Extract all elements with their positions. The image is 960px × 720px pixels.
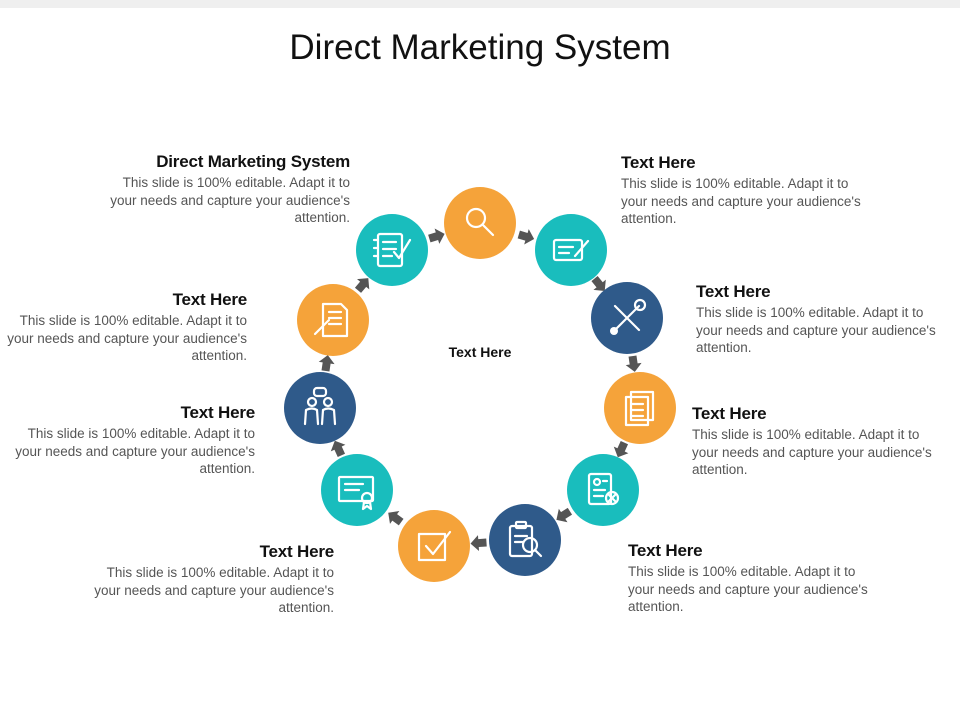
certificate-icon xyxy=(337,475,375,511)
message-edit-icon xyxy=(552,238,590,262)
flow-arrow xyxy=(470,535,487,552)
text-block-bottom-left: Text Here This slide is 100% editable. A… xyxy=(84,542,334,617)
block-body: This slide is 100% editable. Adapt it to… xyxy=(15,426,255,476)
center-label: Text Here xyxy=(448,344,512,360)
flow-arrow xyxy=(556,507,573,523)
block-heading: Text Here xyxy=(692,404,767,423)
flow-arrow xyxy=(428,228,445,244)
block-body: This slide is 100% editable. Adapt it to… xyxy=(94,565,334,615)
tools-icon xyxy=(610,298,647,335)
node-circle xyxy=(284,372,356,444)
block-heading: Text Here xyxy=(621,153,696,172)
checklist-icon xyxy=(372,232,412,268)
text-block-left-1: Text Here This slide is 100% editable. A… xyxy=(0,290,247,365)
top-bar xyxy=(0,0,960,8)
slide-title: Direct Marketing System xyxy=(289,28,671,67)
node-circle xyxy=(398,510,470,582)
node-circle xyxy=(604,372,676,444)
flow-arrow xyxy=(354,278,370,293)
people-chat-icon xyxy=(303,386,337,426)
cycle-node xyxy=(591,282,663,354)
block-heading: Text Here xyxy=(696,282,771,301)
flow-arrow xyxy=(613,440,629,458)
checkbox-icon xyxy=(417,530,452,562)
cycle-node xyxy=(297,284,369,356)
node-circle xyxy=(297,284,369,356)
block-body: This slide is 100% editable. Adapt it to… xyxy=(692,427,932,477)
block-heading: Text Here xyxy=(172,290,248,309)
resume-reject-icon xyxy=(587,472,620,506)
flow-arrow xyxy=(388,510,404,526)
document-edit-icon xyxy=(313,302,349,338)
block-body: This slide is 100% editable. Adapt it to… xyxy=(628,564,868,614)
flow-arrow xyxy=(625,355,642,372)
block-body: This slide is 100% editable. Adapt it to… xyxy=(7,313,247,363)
search-icon xyxy=(465,207,495,237)
cycle-node xyxy=(284,372,356,444)
block-body: This slide is 100% editable. Adapt it to… xyxy=(696,305,936,355)
flow-arrow xyxy=(591,276,606,291)
block-body: This slide is 100% editable. Adapt it to… xyxy=(110,175,350,225)
block-heading: Text Here xyxy=(259,542,335,561)
text-block-top-right: Text Here This slide is 100% editable. A… xyxy=(621,153,871,228)
block-body: This slide is 100% editable. Adapt it to… xyxy=(621,176,861,226)
flow-arrow xyxy=(318,355,335,372)
text-block-left-2: Text Here This slide is 100% editable. A… xyxy=(5,403,255,478)
documents-icon xyxy=(624,390,655,427)
text-block-bottom-right: Text Here This slide is 100% editable. A… xyxy=(628,541,878,616)
cycle-node xyxy=(444,187,516,259)
cycle-node xyxy=(321,454,393,526)
text-block-right-2: Text Here This slide is 100% editable. A… xyxy=(692,404,942,479)
node-circle xyxy=(444,187,516,259)
block-heading: Text Here xyxy=(180,403,256,422)
node-circle xyxy=(535,214,607,286)
text-block-top-left: Direct Marketing System This slide is 10… xyxy=(100,152,350,227)
cycle-node xyxy=(356,214,428,286)
cycle-node xyxy=(604,372,676,444)
flow-arrow xyxy=(517,229,535,245)
flow-arrow xyxy=(330,440,346,458)
cycle-node xyxy=(398,510,470,582)
cycle-node xyxy=(567,454,639,526)
block-heading: Text Here xyxy=(628,541,703,560)
text-block-right-1: Text Here This slide is 100% editable. A… xyxy=(696,282,946,357)
clipboard-search-icon xyxy=(508,520,543,558)
cycle-node xyxy=(535,214,607,286)
block-heading: Direct Marketing System xyxy=(156,152,350,171)
cycle-node xyxy=(489,504,561,576)
